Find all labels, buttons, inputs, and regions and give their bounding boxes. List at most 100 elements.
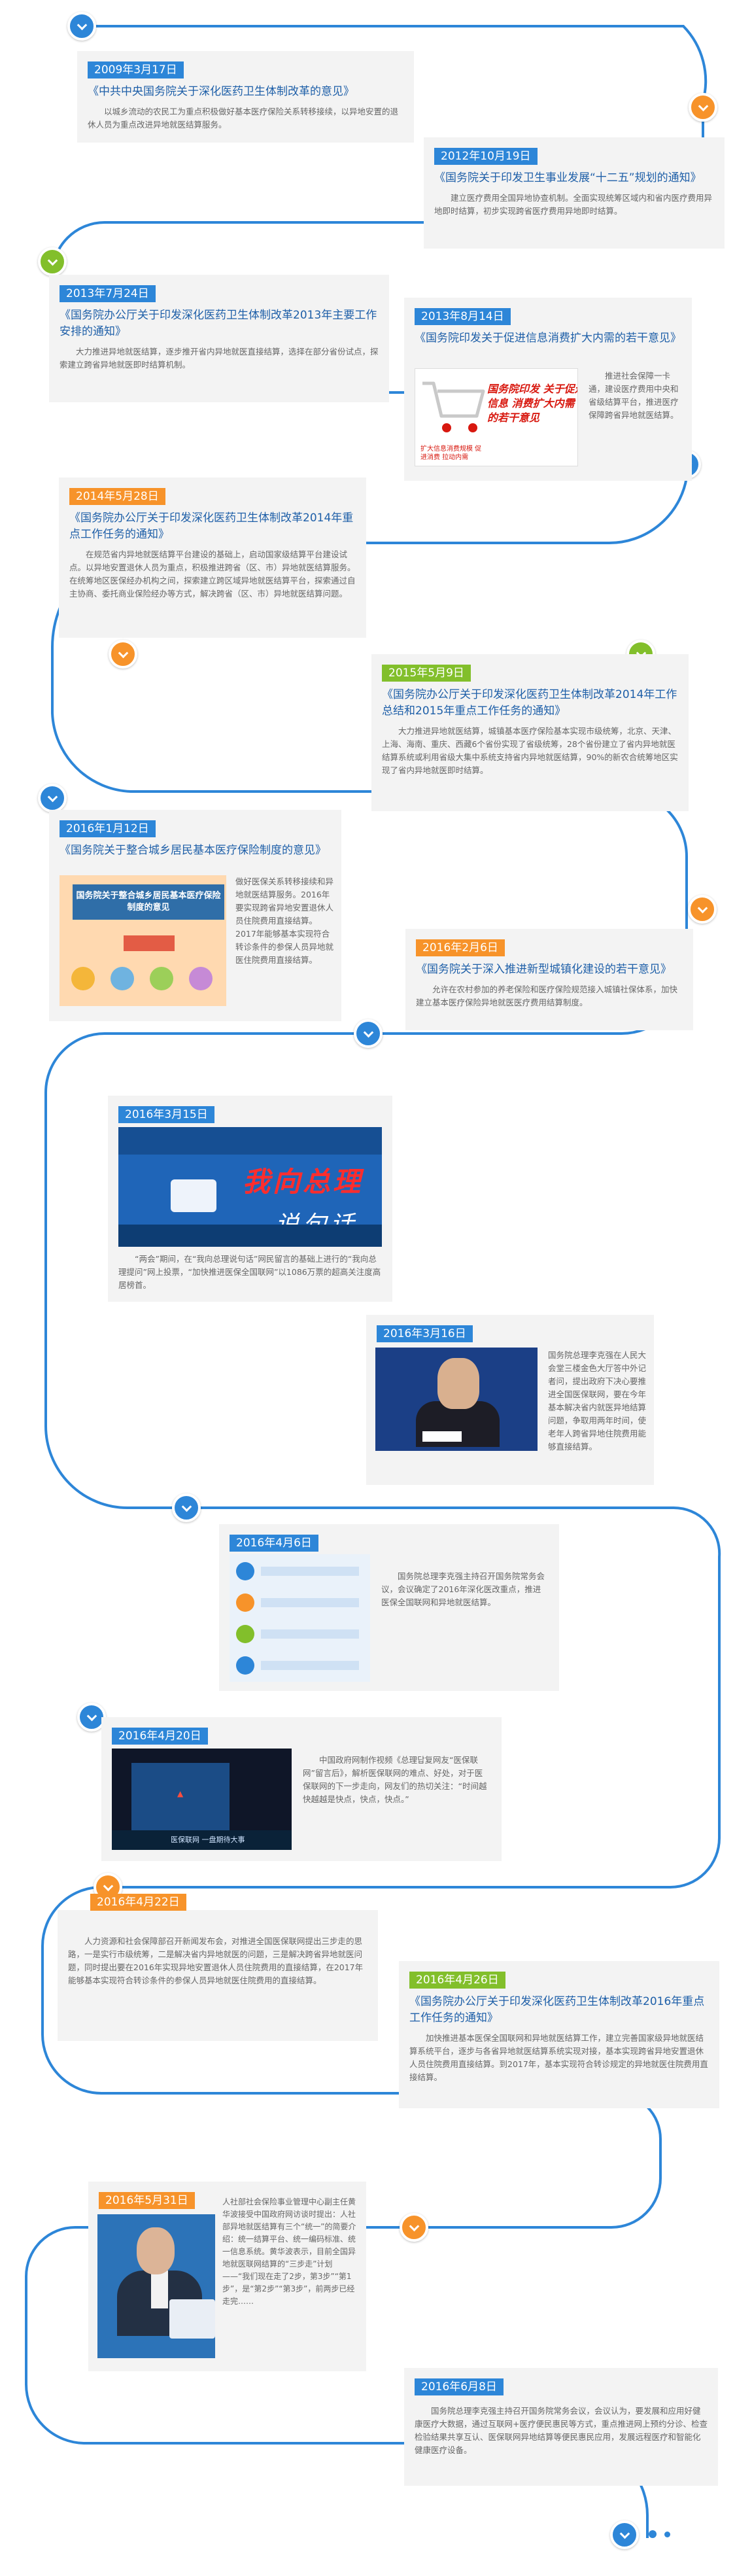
event-card-2016-02-06: 2016年2月6日 《国务院关于深入推进新型城镇化建设的若干意见》 允许在农村参… [405,929,693,1030]
image-heading: 国务院关于整合城乡居民基本医疗保险制度的意见 [73,884,224,920]
info-consumption-image: 国务院印发 关于促进信息 消费扩大内需 的若干意见 扩大信息消费规模 促进消费 … [415,368,578,466]
event-title: 《国务院办公厅关于印发深化医药卫生体制改革2014年工作总结和2015年重点工作… [382,688,677,718]
event-body: 人力资源和社会保障部召开新闻发布会，对推进全国医保联网提出三步走的思路，一是实行… [68,1936,364,1985]
event-body: 允许在农村参加的养老保险和医疗保险规范接入城镇社保体系，加快建立基本医疗保险异地… [416,984,678,1007]
image-circle [111,967,134,990]
video-caption-strip [112,1830,292,1850]
event-date: 2016年4月22日 [90,1894,186,1911]
event-title: 《国务院印发关于促进信息消费扩大内需的若干意见》 [415,332,681,345]
event-body: 国务院总理李克强主持召开国务院常务会议，会议确定了2016年深化医改重点，推进医… [381,1571,545,1607]
chevron-down-icon [77,20,87,30]
image-figure [437,1358,479,1409]
video-title-mark: ▲ [177,1789,184,1798]
event-body: 国务院总理李克强主持召开国务院常务会议，会议认为，要发展和应用好健康医疗大数据，… [415,2406,708,2455]
event-date: 2016年6月8日 [415,2378,504,2395]
image-circle [150,967,173,990]
event-body: 中国政府网制作视频《总理답复网友“医保联网”留言后》，解析医保联网的难点、好处，… [303,1755,487,1804]
chevron-down-icon [619,2528,630,2539]
event-card-2016-03-16: 2016年3月16日 国务院总理李克强在人民大会堂三楼金色大厅答中外记者问，提出… [366,1315,654,1485]
chevron-down-icon [103,1881,113,1891]
event-card-2014-05-28: 2014年5月28日 《国务院办公厅关于印发深化医药卫生体制改革2014年重点工… [59,478,366,638]
event-title: 《国务院办公厅关于印发深化医药卫生体制改革2014年重点工作任务的通知》 [69,512,354,541]
event-date: 2016年5月31日 [99,2192,195,2209]
chevron-down-icon [697,903,708,913]
event-date: 2016年4月20日 [112,1728,208,1745]
event-date: 2016年1月12日 [60,820,156,837]
image-sign-text: 国务院印发 关于促进信息 消费扩大内需 的若干意见 [487,383,578,424]
event-body: 在规范省内异地就医结算平台建设的基础上，启动国家级结算平台建设试点。以异地安置退… [69,549,356,599]
image-icon [236,1625,254,1643]
chevron-down-icon [86,1711,97,1721]
chevron-down-icon [698,101,708,111]
timeline-node [354,1019,383,1048]
interview-image [97,2214,215,2358]
chevron-down-icon [47,792,58,802]
event-date: 2016年3月15日 [118,1106,214,1123]
event-date: 2016年3月16日 [377,1325,473,1342]
state-council-meeting-image [230,1554,370,1682]
event-date: 2013年7月24日 [60,285,156,302]
event-title: 《中共中央国务院关于深化医药卫生体制改革的意见》 [88,85,354,98]
event-card-2013-07-24: 2013年7月24日 《国务院办公厅关于印发深化医药卫生体制改革2013年主要工… [49,275,389,402]
image-nameplate [422,1431,462,1442]
timeline-node [38,784,67,812]
event-title: 《国务院关于整合城乡居民基本医疗保险制度的意见》 [60,844,326,857]
event-card-2009-03-17: 2009年3月17日 《中共中央国务院关于深化医药卫生体制改革的意见》 以城乡流… [77,51,414,143]
event-card-2016-04-26: 2016年4月26日 《国务院办公厅关于印发深化医药卫生体制改革2016年重点工… [399,1961,719,2108]
event-card-2016-04-06: 2016年4月6日 国务院总理李克强主持召开国务院常务会议，会议确定了2016年… [219,1524,559,1691]
timeline-node [109,640,137,669]
image-circle [71,967,95,990]
event-date: 2016年2月6日 [416,939,505,956]
timeline-node [400,2213,428,2242]
event-body: 大力推进异地就医结算，城镇基本医疗保险基本实现市级统筹，北京、天津、上海、海南、… [382,726,678,775]
image-icon [236,1562,254,1580]
event-body: “两会”期间，在“我向总理说句话”网民留言的基础上进行的“我向总理提问”网上投票… [118,1254,381,1290]
banner-stripe [118,1127,382,1155]
chevron-down-icon [181,1501,192,1512]
banner-title: 我向总理 [243,1166,364,1198]
video-still-image: ▲ 医保联网 一盘期待大事 [112,1749,292,1850]
event-body: 做好医保关系转移接续和异地就医结算服务。2016年要实现跨省异地安置退休人员住院… [235,877,334,965]
chevron-down-icon [409,2221,419,2231]
image-screen [169,2299,215,2339]
event-body: 以城乡流动的农民工为重点积极做好基本医疗保险关系转移接续，以异地安置的退休人员为… [88,107,399,130]
timeline-node [172,1493,201,1522]
event-body: 大力推进异地就医结算，逐步推开省内异地就医直接结算，选择在部分省份试点，探索建立… [60,347,379,370]
chevron-down-icon [47,255,58,266]
event-card-2013-08-14: 2013年8月14日 《国务院印发关于促进信息消费扩大内需的若干意见》 国务院印… [404,298,692,481]
event-card-2016-01-12: 2016年1月12日 《国务院关于整合城乡居民基本医疗保险制度的意见》 国务院关… [49,810,341,1021]
event-date: 2016年4月26日 [409,1972,505,1989]
timeline-end-dot [664,2532,670,2537]
image-circle [189,967,213,990]
banner-footer [118,1225,382,1247]
image-block [124,935,175,951]
event-date: 2009年3月17日 [88,61,184,78]
image-row [261,1629,359,1639]
event-title: 《国务院关于印发卫生事业发展“十二五”规划的通知》 [434,171,702,184]
premier-press-conference-image [375,1348,538,1451]
timeline-node [610,2520,639,2549]
video-screen [131,1763,230,1835]
event-title: 《国务院关于深入推进新型城镇化建设的若干意见》 [416,963,672,976]
event-date: 2012年10月19日 [434,148,538,165]
megaphone-icon [171,1179,216,1212]
event-date: 2013年8月14日 [415,308,511,325]
medical-insurance-integration-image: 国务院关于整合城乡居民基本医疗保险制度的意见 [60,875,226,1006]
image-row [261,1567,359,1576]
image-icon [236,1593,254,1612]
event-date: 2014年5月28日 [69,488,165,505]
event-date: 2016年4月6日 [230,1535,318,1552]
timeline-node [67,12,96,41]
timeline-node [688,895,717,924]
image-figure [151,2271,168,2308]
shopping-cart-icon [422,381,485,432]
event-body: 加快推进基本医保全国联网和异地就医结算工作，建立完善国家级异地就医结算系统平台，… [409,2033,708,2082]
image-icon [236,1656,254,1675]
event-title: 《国务院办公厅关于印发深化医药卫生体制改革2016年重点工作任务的通知》 [409,1995,705,2025]
event-date: 2015年5月9日 [382,665,471,682]
timeline-node [689,93,717,122]
event-card-2015-05-09: 2015年5月9日 《国务院办公厅关于印发深化医药卫生体制改革2014年工作总结… [371,654,689,811]
image-row [261,1598,359,1607]
event-card-2016-06-08: 2016年6月8日 国务院总理李克强主持召开国务院常务会议，会议认为，要发展和应… [404,2368,718,2486]
event-card-2012-10-19: 2012年10月19日 《国务院关于印发卫生事业发展“十二五”规划的通知》 建立… [424,137,725,249]
